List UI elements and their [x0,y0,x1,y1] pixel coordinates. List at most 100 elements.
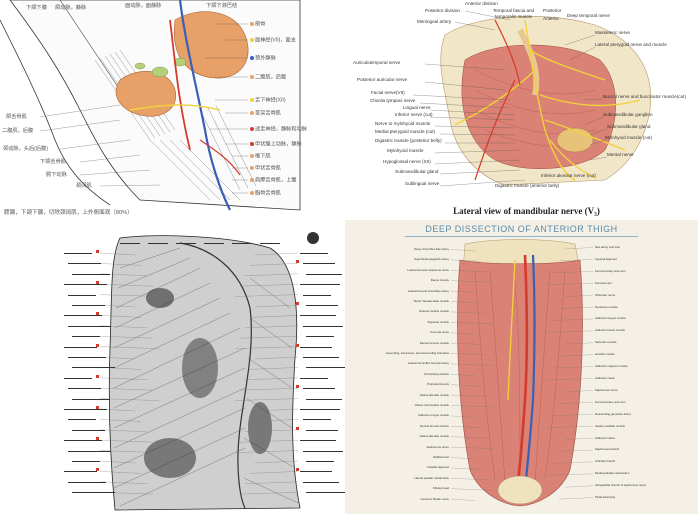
label-left-23: Lateral patellar retinaculum [414,475,449,480]
handwritten-label-right [303,260,335,265]
label-text: 胸骨舌骨肌 [255,190,281,197]
handwritten-label-left [72,302,105,306]
label-right-22: Tibial tuberosity [595,495,616,500]
leader-line [558,354,594,357]
label-right-7: Mental nerve [607,152,634,157]
label-left-8: Medial pterygoid muscle (cut) [375,129,435,134]
handwritten-label-left [64,250,92,254]
leader-line [99,336,154,339]
handwritten-label-left [68,354,106,358]
red-marker [296,302,299,305]
handwritten-label-left [64,312,102,317]
leader-line [239,336,299,339]
label-left-11: Ascending, transverse, and descending br… [385,351,449,355]
label-right-11: 肩胛舌骨肌，上腹 [250,178,297,184]
leader-line [99,284,154,287]
leader-line [239,388,299,391]
handwritten-label-right [306,396,342,400]
red-marker [296,468,299,472]
label-left-10: Rectus femoris muscle [419,340,449,345]
leader-line [450,498,476,501]
leader-line [450,478,488,480]
label-left-25: Common fibular nerve [420,496,449,501]
leader-line [99,481,148,484]
label-text: 甲状舌骨肌 [255,165,281,172]
label-left-13: Sublingual nerve [405,181,440,186]
handwritten-label-top [260,240,280,244]
label-right-2: Lateral pterygoid nerve and muscle [595,42,667,47]
label-left-1: Deep circumflex iliac artery [414,247,449,251]
label-left-1: Auriculotemporal nerve [353,60,401,65]
handwritten-label-right [300,344,332,348]
label-right-2: Inguinal ligament [595,256,617,261]
handwritten-label-left [72,271,110,275]
label-right-19: Articular branch [595,459,616,464]
leader-line [234,398,299,401]
legend-dot [250,56,254,60]
leader-line [450,353,488,356]
handwritten-label-right [303,416,331,421]
handwritten-label-right [306,489,345,494]
legend-dot [250,166,254,170]
handwritten-label-right [300,312,336,317]
handwritten-label-right [306,271,342,275]
handwritten-label-left [72,333,100,338]
leader-line [244,429,299,432]
handwritten-label-left [64,281,107,286]
label-right-1: 颌骨 [250,22,265,28]
red-marker [96,281,99,285]
label-right-12: Adductor canal [595,376,615,380]
label-right-18: Saphenous branch [595,447,620,452]
leader-line [249,471,299,474]
label-top-2: 颌动脉，静脉 [55,5,87,11]
legend-dot [250,98,254,102]
label-top-4: temporalis muscle [495,14,533,19]
label-text: 喉下肌 [255,153,271,160]
leader-line [99,388,154,391]
legend-dot [250,178,254,182]
leader-line [99,252,136,256]
leader-line [450,457,476,460]
legend-dot [250,127,254,131]
leader-line [552,414,594,416]
leader-line [254,408,299,412]
leader-line [450,342,482,345]
leader-line [558,449,594,452]
panel-neck-submandibular: 下颌下腺 颌动脉，静脉 面动脉，面静脉 下颌下淋巴结 颌骨面神经(VII)，面支… [0,0,345,225]
legend-dot [250,191,254,195]
leader-line [244,273,299,276]
leader-line [558,402,594,404]
label-right-8: 甲状腺上动脉，静脉 [250,142,302,148]
leader-line [99,471,142,474]
label-left-7: Nerve to mylohyoid muscle [375,121,431,126]
leader-line [450,249,476,252]
red-marker [96,468,99,472]
leader-line [450,415,476,418]
label-left-4: Chorda tympani nerve [370,98,416,103]
leader-line [254,460,299,464]
label-left-7: Gluteus medius muscle [418,309,449,314]
label-left-16: Vastus intermedius muscle [414,403,449,407]
handwritten-label-left [72,458,100,462]
legend-dot [250,154,254,158]
label-left-9: Digastric muscle (posterior belly) [375,138,442,143]
handwritten-label-right [300,437,336,442]
leader-line [450,384,482,387]
label-right-3: Buccal nerve and buccinator muscle(cut) [603,94,686,99]
label-left-5: 腭下动脉 [46,172,67,178]
label-left-6: Inferior nerve (cut) [395,112,433,117]
label-right-17: Adductor hiatus [595,435,616,440]
label-right-10: 甲状舌骨肌 [250,166,281,172]
handwritten-label-right [300,468,332,473]
handwritten-label-left [68,448,111,452]
thigh-title: DEEP DISSECTION OF ANTERIOR THIGH [425,224,618,234]
leader-line [546,378,594,381]
leader-line [450,436,488,439]
label-left-2: Posterior auricular nerve [357,77,408,82]
label-right-6: Pectineus muscle [595,304,618,309]
neck-illustration [0,0,301,211]
handwritten-label-right [303,385,335,390]
label-left-5: Lingual nerve [403,105,431,110]
label-right-14: Femoral artery and vein [595,399,626,404]
legend-dot [250,111,254,115]
